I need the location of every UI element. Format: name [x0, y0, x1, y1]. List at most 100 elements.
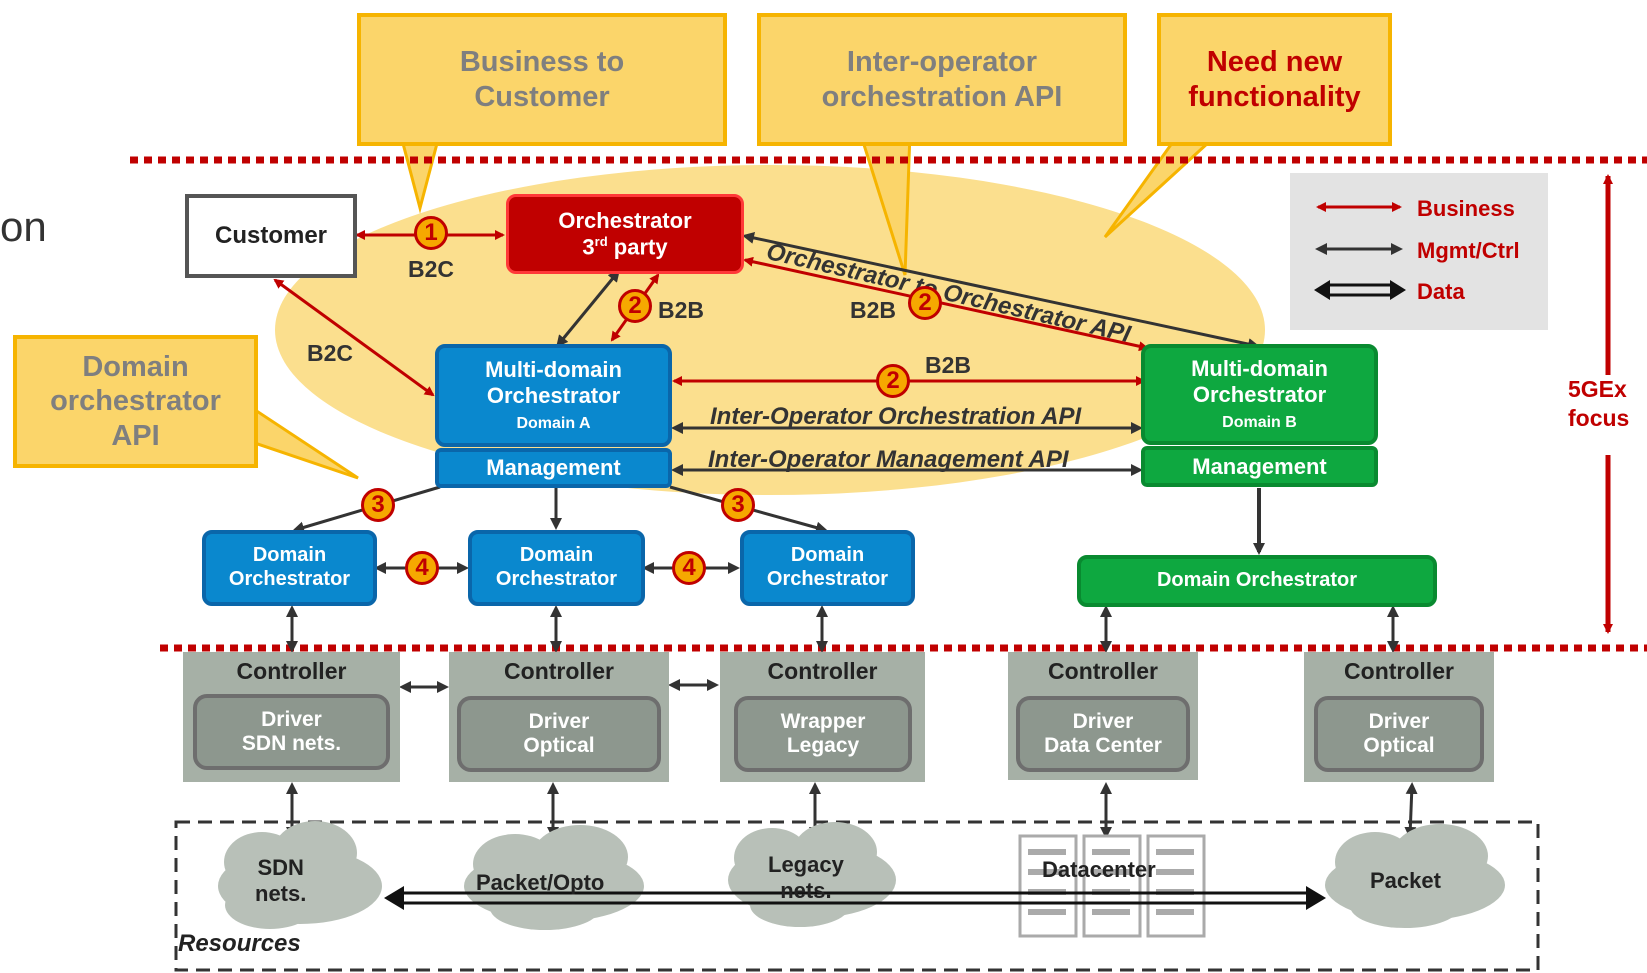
do-b-label: Domain Orchestrator [1156, 569, 1358, 592]
left-truncated-text: on [0, 203, 47, 250]
legacy-line1: Legacy [768, 852, 844, 877]
controller-4: Controller Driver Data Center [1008, 652, 1198, 780]
focus-line1: 5GEx [1568, 376, 1627, 402]
sdn-nets-label: SDN nets. [255, 855, 306, 908]
sdn-line1: SDN [257, 855, 304, 880]
driver-sdn: Driver SDN nets. [193, 694, 390, 770]
driver-line1: Driver [1072, 710, 1134, 734]
do-line1: Domain [252, 544, 327, 567]
mgmt-b-label: Management [1192, 453, 1327, 479]
mdo-b-domain: Domain B [1222, 414, 1297, 432]
cloud-packet [1325, 824, 1505, 928]
driver-line2: Optical [523, 734, 595, 757]
do-line2: Orchestrator [495, 568, 618, 590]
callout-business-to-customer: Business to Customer [357, 13, 727, 146]
callout-line: Inter-operator [846, 46, 1038, 79]
b2c-top-label: B2C [408, 256, 455, 282]
mdo-a-domain: Domain A [516, 415, 591, 433]
callout-need-new-functionality: Need new functionality [1157, 13, 1392, 146]
callout-line: orchestrator [50, 385, 221, 418]
callout-domain-orchestrator-api: Domain orchestrator API [13, 335, 258, 468]
driver-line1: Driver [528, 710, 590, 734]
b2b-mid-label: B2B [658, 297, 705, 323]
controller-5: Controller Driver Optical [1304, 652, 1494, 782]
controller-title: Controller [1048, 658, 1158, 684]
ctrl5-res-arrow [1404, 782, 1418, 839]
badge-2-right: 2 [908, 286, 942, 320]
badge-4-left: 4 [405, 551, 439, 585]
b2b-between-label: B2B [925, 352, 972, 378]
orch3-line1: Orchestrator [558, 207, 692, 233]
driver-line2: Data Center [1044, 734, 1162, 757]
do-line2: Orchestrator [228, 568, 351, 590]
driver-line2: SDN nets. [241, 732, 342, 755]
wrapper-line2: Legacy [786, 734, 860, 757]
management-a: Management [435, 448, 672, 488]
driver-datacenter: Driver Data Center [1016, 696, 1190, 772]
mdo-a-title2: Orchestrator [486, 383, 621, 409]
do-line1: Domain [790, 544, 865, 567]
badge-3-right: 3 [721, 488, 755, 522]
legacy-line2: nets. [780, 878, 832, 904]
controller-title: Controller [236, 658, 347, 684]
domain-orchestrator-b: Domain Orchestrator [1077, 555, 1437, 607]
badge-2-between: 2 [876, 364, 910, 398]
controller-1: Controller Driver SDN nets. [183, 652, 400, 782]
legacy-nets-label: Legacy nets. [768, 852, 844, 905]
do-line1: Domain [519, 544, 594, 567]
callout-line: API [111, 419, 160, 452]
focus-label: 5GEx focus [1568, 375, 1629, 433]
legend-data-label: Data [1417, 279, 1465, 304]
callout-line: Need new [1206, 46, 1343, 79]
customer-label: Customer [214, 221, 328, 249]
data-arrowhead-left [384, 886, 404, 910]
badge-4-right: 4 [672, 551, 706, 585]
multi-domain-orchestrator-b: Multi-domain Orchestrator Domain B [1141, 344, 1378, 445]
b2c-left-arrow [273, 278, 435, 397]
mgmt-orch-mdoa-arrow [556, 269, 620, 348]
mgmt-orch-mdob-arrow [742, 232, 1260, 350]
packet-opto-label: Packet/Opto [476, 870, 605, 895]
driver-optical: Driver Optical [457, 696, 661, 772]
callout-line: functionality [1188, 80, 1361, 113]
domain-orchestrator-2: Domain Orchestrator [468, 530, 645, 606]
driver-line1: Driver [1368, 710, 1430, 734]
do-line2: Orchestrator [766, 568, 889, 590]
inter-orch-api-label: Inter-Operator Orchestration API [710, 403, 1082, 430]
multi-domain-orchestrator-a: Multi-domain Orchestrator Domain A [435, 344, 672, 447]
driver-optical-b: Driver Optical [1314, 696, 1484, 772]
wrapper-line1: Wrapper [780, 710, 866, 734]
controller-title: Controller [1344, 658, 1454, 684]
controller-2: Controller Driver Optical [449, 652, 669, 782]
data-arrowhead-right [1306, 886, 1326, 910]
customer-box: Customer [185, 194, 357, 278]
callout-line: Business to [459, 46, 625, 79]
resources-label: Resources [178, 930, 301, 957]
inter-mgmt-api-label: Inter-Operator Management API [708, 446, 1069, 473]
mdo-b-title1: Multi-domain [1191, 356, 1328, 382]
focus-line2: focus [1568, 404, 1630, 431]
domain-orchestrator-1: Domain Orchestrator [202, 530, 377, 606]
callout-line: Customer [474, 80, 610, 113]
controller-3: Controller Wrapper Legacy [720, 652, 925, 782]
legend-business-label: Business [1417, 196, 1515, 221]
cloud-sdn [218, 821, 382, 929]
mdo-a-title1: Multi-domain [485, 357, 622, 383]
driver-line2: Optical [1363, 734, 1435, 757]
sdn-line2: nets. [255, 881, 307, 907]
b2b-right-label: B2B [850, 297, 897, 323]
mgmt-a-label: Management [486, 455, 621, 481]
controller-title: Controller [504, 658, 614, 684]
driver-line1: Driver [261, 708, 322, 732]
wrapper-legacy: Wrapper Legacy [734, 696, 912, 772]
management-b: Management [1141, 446, 1378, 487]
domain-orchestrator-3: Domain Orchestrator [740, 530, 915, 606]
controller-title: Controller [767, 658, 878, 684]
badge-2-mid: 2 [618, 289, 652, 323]
resources-box [174, 820, 1540, 972]
mdo-b-title2: Orchestrator [1192, 382, 1327, 408]
callout-needfn-pointer [1103, 130, 1224, 239]
badge-3-left: 3 [361, 488, 395, 522]
orchestrator-3rd-party: Orchestrator 3rd party [506, 194, 744, 274]
callout-line: Domain [82, 351, 189, 384]
